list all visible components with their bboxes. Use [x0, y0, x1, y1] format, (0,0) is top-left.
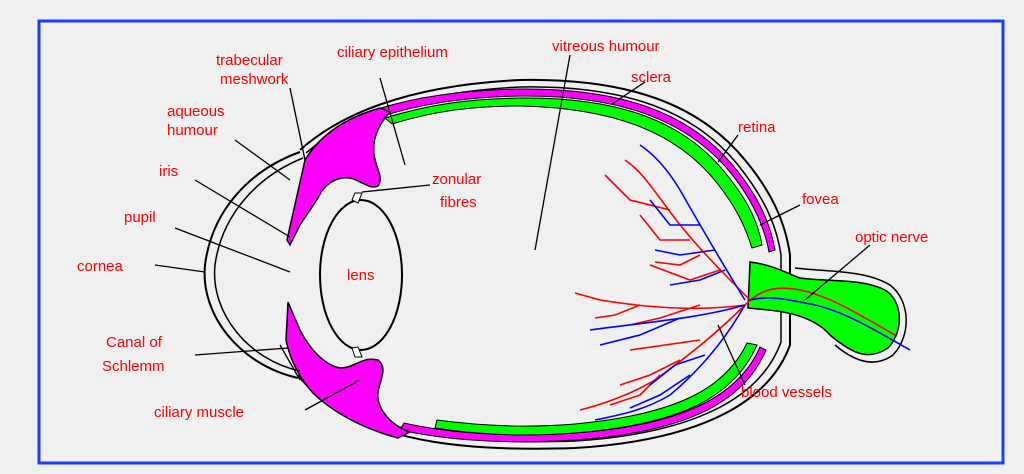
label-ciliary-epithelium: ciliary epithelium	[337, 44, 448, 61]
label-fovea: fovea	[802, 191, 839, 208]
label-trabecular-line2: meshwork	[220, 71, 289, 88]
label-sclera: sclera	[631, 69, 672, 86]
label-iris: iris	[159, 163, 178, 180]
label-zonular-line1: zonular	[432, 171, 481, 188]
label-trabecular-line1: trabecular	[216, 52, 283, 69]
label-cornea: cornea	[77, 258, 124, 275]
label-retina: retina	[738, 119, 776, 136]
label-zonular-line2: fibres	[440, 194, 477, 211]
label-canal-line2: Schlemm	[102, 358, 165, 375]
label-aqueous-line1: aqueous	[167, 103, 225, 120]
label-ciliary-muscle: ciliary muscle	[154, 404, 244, 421]
label-vitreous-humour: vitreous humour	[552, 38, 660, 55]
label-aqueous-line2: humour	[167, 122, 218, 139]
label-blood-vessels: blood vessels	[741, 384, 832, 401]
label-canal-line1: Canal of	[106, 334, 163, 351]
label-pupil: pupil	[124, 209, 156, 226]
label-optic-nerve: optic nerve	[855, 229, 928, 246]
label-lens: lens	[347, 267, 375, 284]
